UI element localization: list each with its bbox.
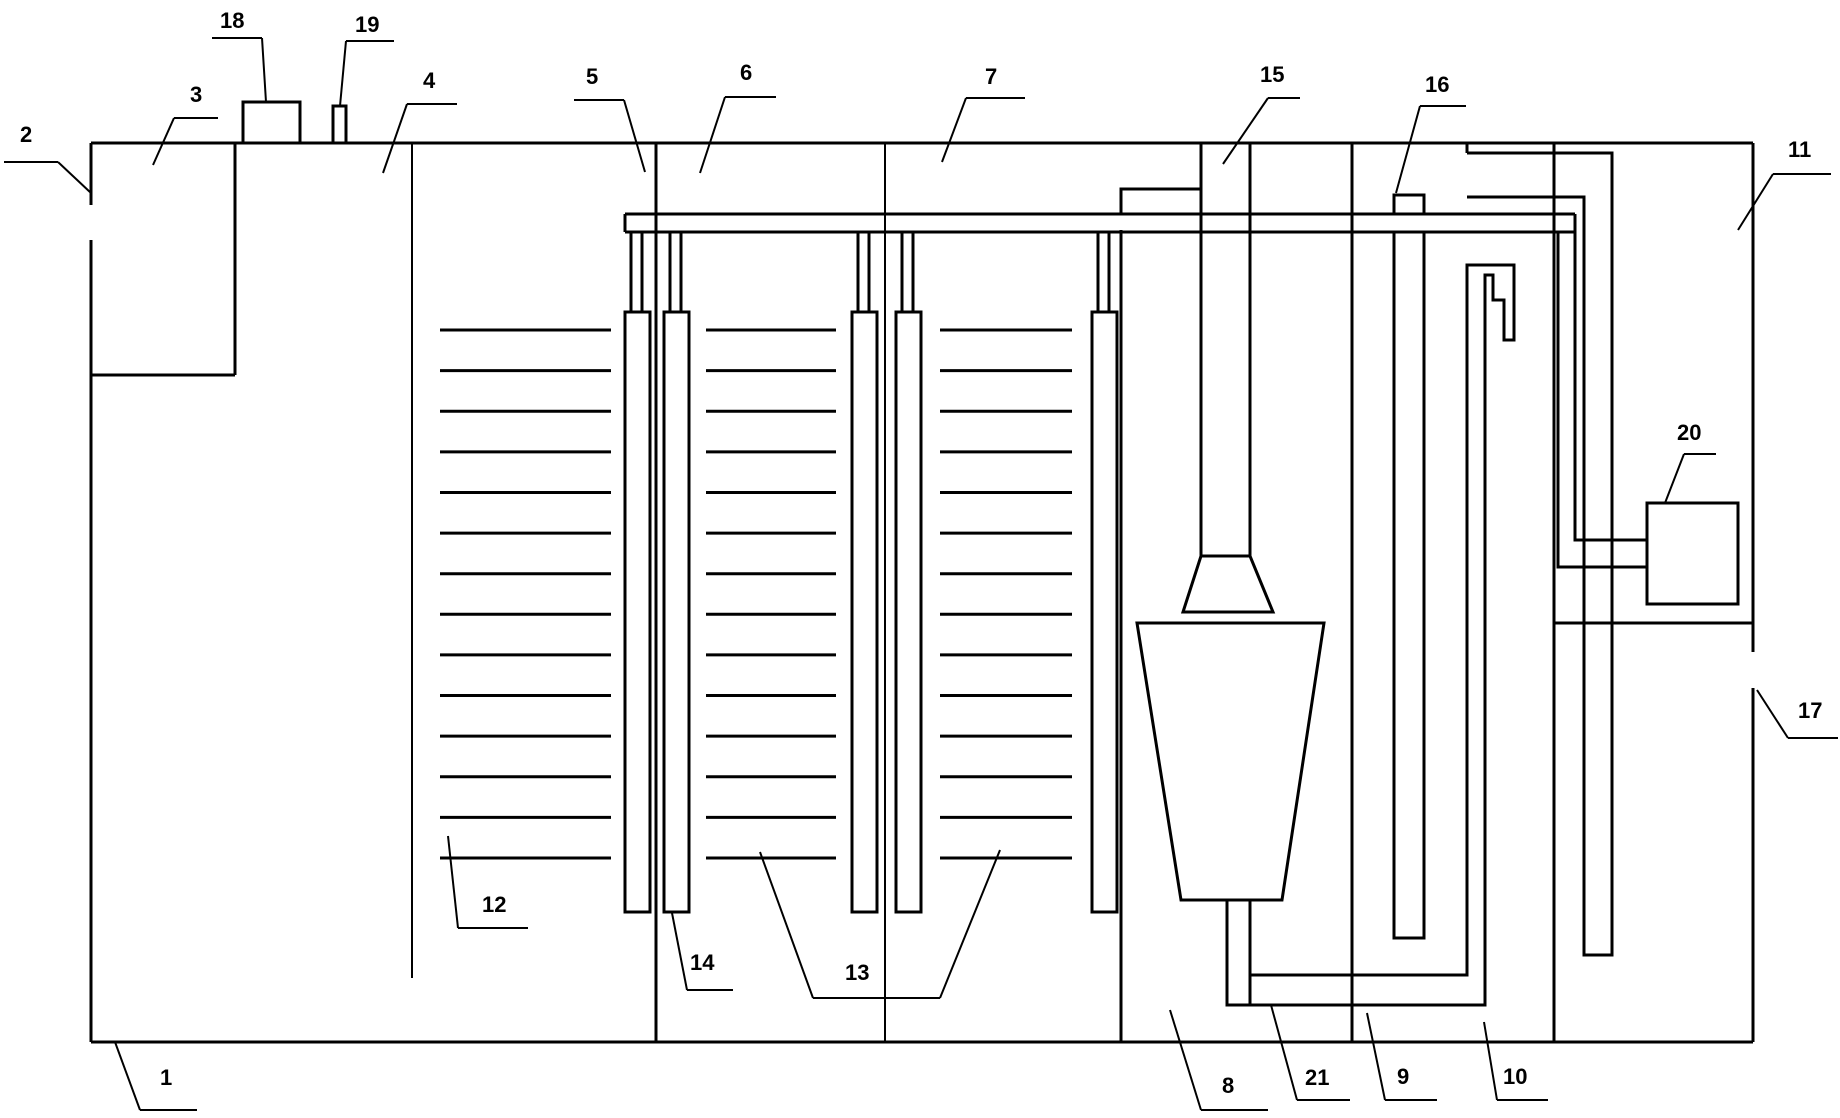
- label-17: 17: [1798, 698, 1822, 723]
- label-2: 2: [20, 122, 32, 147]
- label-9: 9: [1397, 1064, 1409, 1089]
- top-box-18: [241, 100, 302, 145]
- label-12: 12: [482, 892, 506, 917]
- aeration-header-pipe: [623, 187, 1575, 234]
- pipe-16: [1392, 193, 1426, 940]
- blower-piping: [1467, 151, 1647, 957]
- label-3: 3: [190, 82, 202, 107]
- partition-walls: [411, 143, 1753, 1042]
- label-21: 21: [1305, 1065, 1329, 1090]
- label-13: 13: [845, 960, 869, 985]
- leader-lines: [4, 37, 1838, 1111]
- aerator-tube: [623, 310, 652, 914]
- label-19: 19: [355, 12, 379, 37]
- aerator-tubes: [623, 232, 1119, 914]
- label-10: 10: [1503, 1064, 1527, 1089]
- settling-hopper: [1135, 143, 1326, 1007]
- labels: 1 2 3 4 5 6 7 8 9 10 11 12 13 14 15 16 1…: [20, 8, 1822, 1098]
- label-6: 6: [740, 60, 752, 85]
- label-7: 7: [985, 64, 997, 89]
- aerator-tube: [662, 310, 691, 914]
- label-16: 16: [1425, 72, 1449, 97]
- label-5: 5: [586, 64, 598, 89]
- aerator-tube: [1090, 310, 1119, 914]
- blower-20: [1645, 501, 1740, 606]
- aerator-tube: [894, 310, 923, 914]
- label-8: 8: [1222, 1073, 1234, 1098]
- label-1: 1: [160, 1065, 172, 1090]
- label-4: 4: [423, 68, 436, 93]
- inlet-chamber: [91, 143, 237, 377]
- vent-pipe-19: [331, 104, 348, 145]
- label-15: 15: [1260, 62, 1284, 87]
- sludge-return-pipes: [1225, 263, 1516, 1007]
- aerator-tube: [850, 310, 879, 914]
- label-14: 14: [690, 950, 715, 975]
- label-20: 20: [1677, 420, 1701, 445]
- label-18: 18: [220, 8, 244, 33]
- label-11: 11: [1788, 137, 1811, 162]
- filler-media: [440, 328, 1072, 860]
